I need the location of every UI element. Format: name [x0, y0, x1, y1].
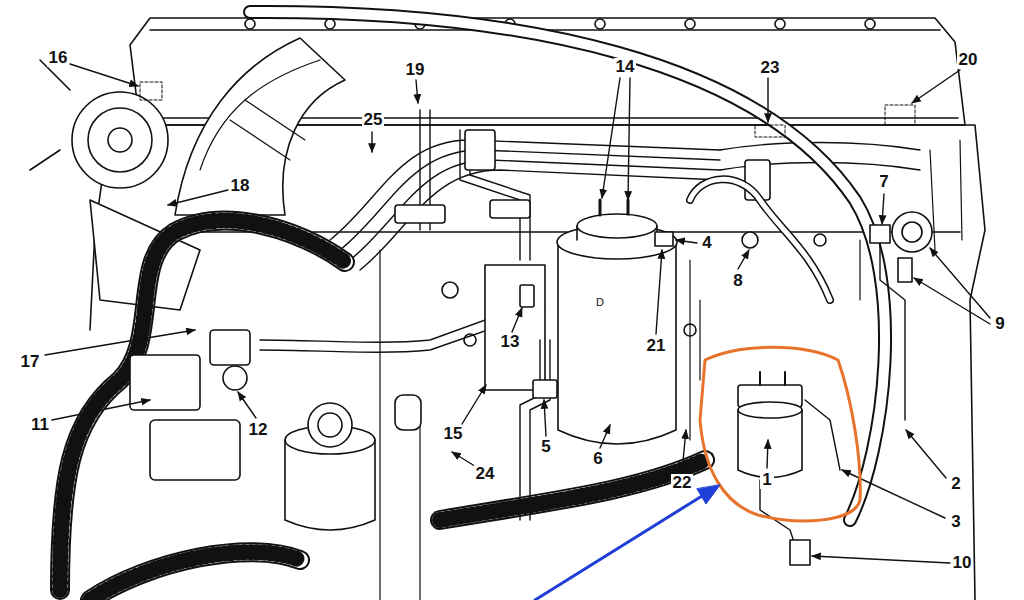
callout-number: 16	[47, 49, 70, 67]
callout-number: 7	[877, 173, 890, 191]
callout-number: 15	[442, 425, 465, 443]
callout-number: 18	[229, 177, 252, 195]
callout-number: 12	[247, 421, 270, 439]
callout-number: 21	[645, 337, 668, 355]
callout-number: 17	[19, 353, 42, 371]
callout-number: 24	[474, 465, 497, 483]
callout-number: 13	[499, 333, 522, 351]
callout-number: D	[594, 296, 606, 308]
callout-number: 2	[949, 475, 962, 493]
callout-number: 9	[993, 315, 1006, 333]
callout-number: 14	[614, 58, 637, 76]
callout-number: 25	[362, 111, 385, 129]
callout-number: 6	[591, 450, 604, 468]
callout-number: 1	[760, 471, 773, 489]
callout-number: 4	[700, 234, 713, 252]
callout-number: 20	[957, 51, 980, 69]
callout-number: 19	[404, 61, 427, 79]
callout-number: 8	[731, 272, 744, 290]
callout-number: 5	[539, 438, 552, 456]
callout-number: 11	[29, 416, 51, 434]
callout-number: 22	[671, 474, 694, 492]
callout-number: 3	[949, 513, 962, 531]
callout-number: 10	[951, 554, 974, 572]
callout-number: 23	[759, 59, 782, 77]
